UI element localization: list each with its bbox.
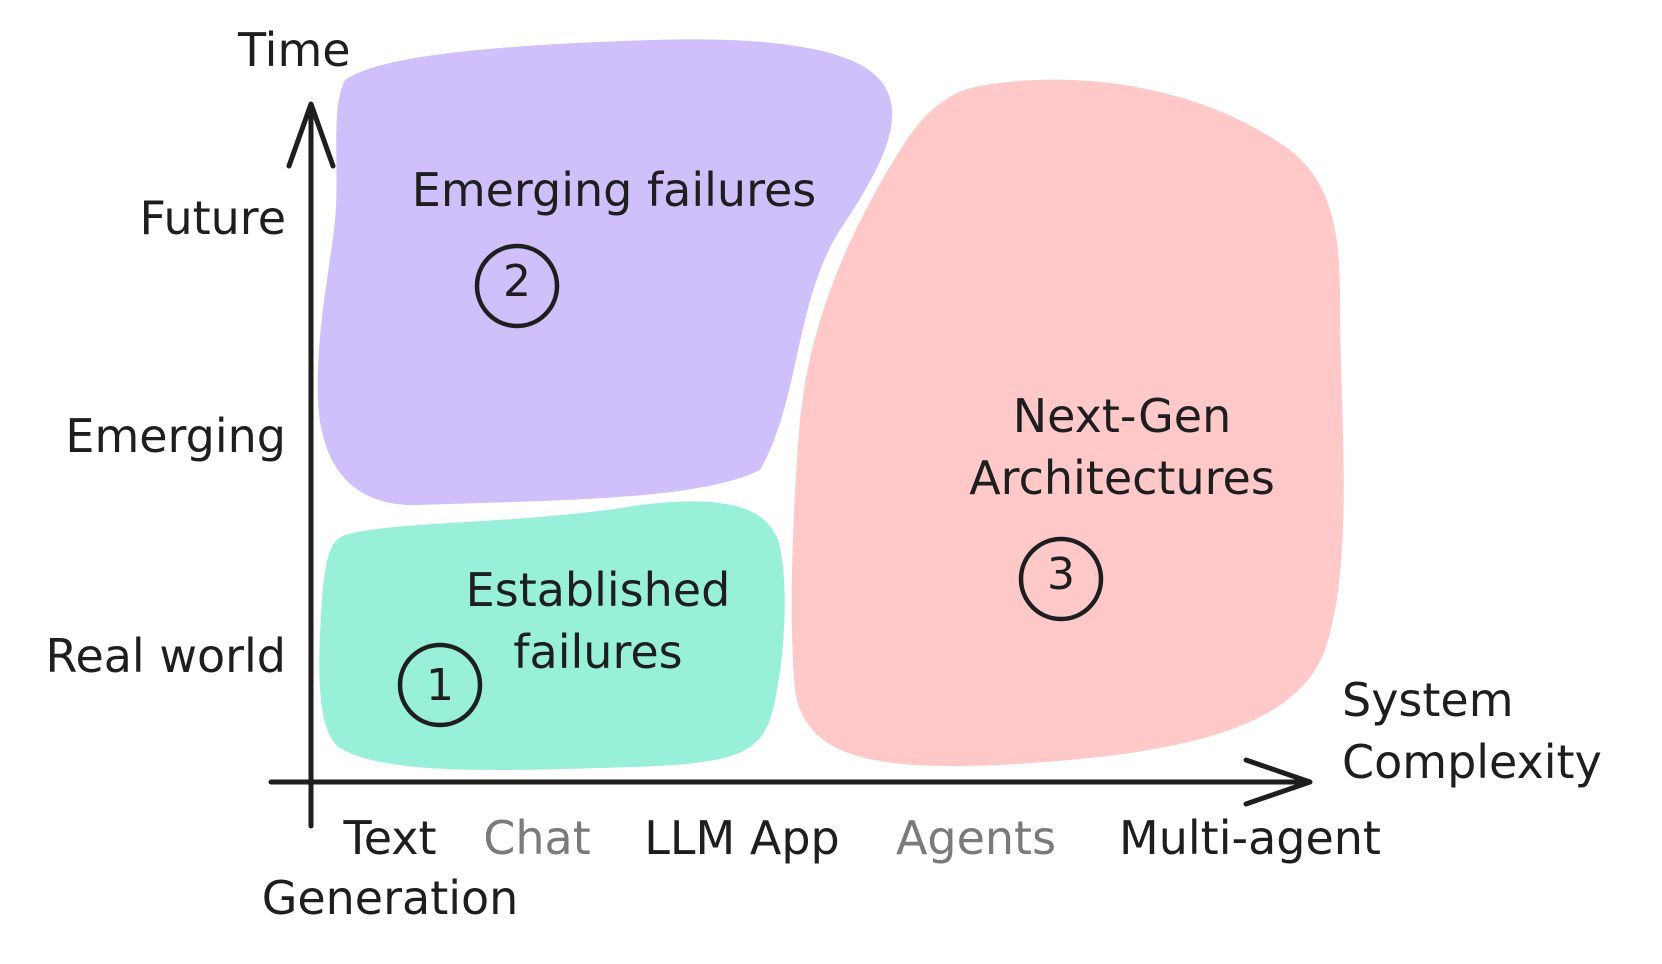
x-axis-title-line2: Complexity (1342, 735, 1602, 789)
y-tick-real-world: Real world (46, 629, 286, 683)
established-failures-region (319, 501, 785, 770)
region-number-3: 3 (1047, 549, 1075, 600)
region-number-badge-1: 1 (397, 642, 483, 728)
x-tick-llm-app: LLM App (644, 811, 839, 865)
emerging-failures-label: Emerging failures (412, 163, 817, 217)
next-gen-label-line2: Architectures (969, 451, 1275, 505)
y-axis (286, 101, 336, 829)
emerging-failures-region (317, 39, 893, 506)
x-tick-agents: Agents (896, 811, 1056, 865)
x-tick-text-generation-line2: Generation (262, 871, 519, 925)
region-number-badge-2: 2 (474, 243, 560, 329)
x-tick-multi-agent: Multi-agent (1119, 811, 1381, 865)
region-number-1: 1 (426, 660, 454, 711)
region-number-2: 2 (503, 256, 531, 307)
x-tick-text-generation-line1: Text (342, 811, 436, 865)
x-tick-chat: Chat (483, 811, 591, 865)
region-number-badge-3: 3 (1018, 536, 1104, 622)
y-axis-arrowhead (286, 101, 336, 169)
y-axis-title: Time (237, 23, 351, 77)
y-tick-emerging: Emerging (65, 409, 286, 463)
next-gen-architectures-region (791, 79, 1344, 767)
x-axis-arrowhead (1243, 757, 1313, 807)
x-axis (268, 757, 1313, 807)
established-failures-label-line2: failures (513, 625, 682, 679)
next-gen-label-line1: Next-Gen (1013, 389, 1232, 443)
established-failures-label-line1: Established (466, 563, 731, 617)
y-tick-future: Future (140, 191, 287, 245)
x-axis-title-line1: System (1342, 673, 1514, 727)
